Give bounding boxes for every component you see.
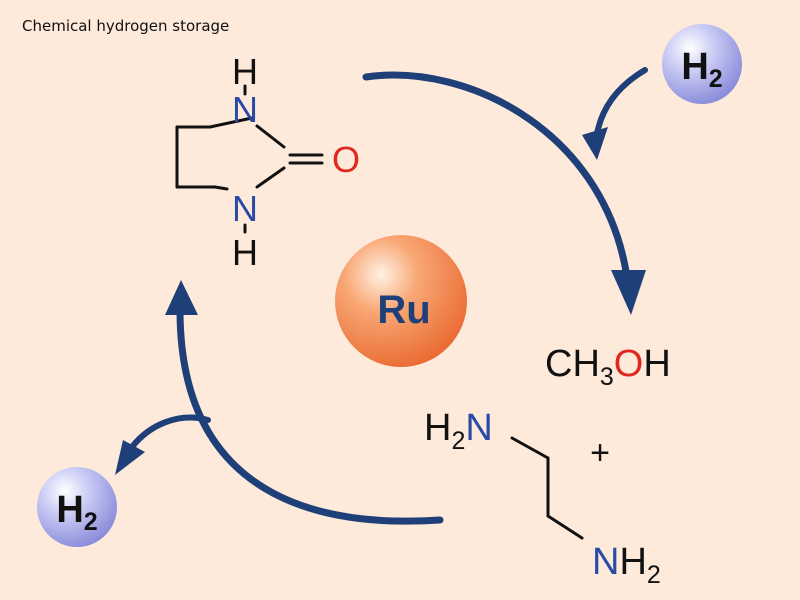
methanol-oxygen: O [614,343,644,385]
urea-top-n: N [232,89,258,130]
methanol-ch: CH [545,343,600,385]
diamine-top-h: H [424,407,451,449]
urea-bottom-h: H [232,232,258,273]
methanol-subscript: 3 [600,363,614,391]
ethylenediamine-molecule: H2N NH2 [424,407,661,589]
svg-text:H2: H2 [56,489,97,536]
h2-out-letter: H [56,489,83,531]
h2-out-sphere: H2 [37,467,117,547]
h2-in-sphere: H2 [662,24,742,104]
urea-oxygen: O [332,139,360,180]
ethylene-urea-molecule: H N N H O [175,51,360,273]
diamine-bottom-h: H [619,541,646,583]
diamine-top-n: N [465,407,492,449]
h2-out-arrowhead [115,440,145,475]
h2-in-letter: H [681,46,708,88]
diamine-bottom-group: NH2 [592,541,661,589]
caption: Chemical hydrogen storage [22,17,230,35]
dehydrogenation-arc [176,306,444,525]
urea-bottom-n: N [232,188,258,229]
ru-label: Ru [377,288,430,332]
svg-text:H2: H2 [681,46,722,93]
diamine-bottom-n: N [592,541,619,583]
h2-out-arrow [129,414,211,450]
diamine-top-subscript: 2 [451,427,465,455]
h2-out-subscript: 2 [84,508,98,536]
h2-in-subscript: 2 [709,65,723,93]
ru-catalyst-sphere [335,235,467,367]
hydrogenation-arc [362,71,632,289]
dehydrogenation-arrowhead [165,280,198,315]
methanol-formula: CH3OH [545,343,671,391]
diamine-bottom-subscript: 2 [647,561,661,589]
urea-top-h: H [232,51,258,92]
methanol-h: H [643,343,670,385]
hydrogenation-arrowhead [611,270,646,315]
diamine-top-group: H2N [424,407,493,455]
plus-sign: + [590,434,610,472]
h2-in-arrowhead [582,127,608,160]
